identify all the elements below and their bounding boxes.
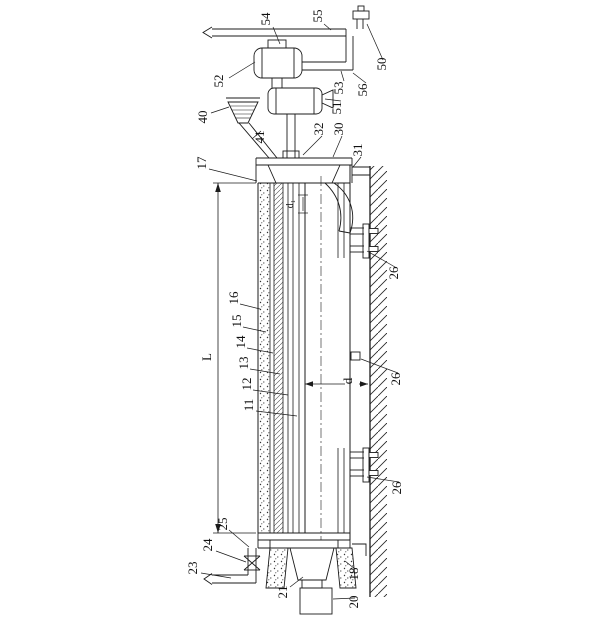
- support-anchor-mid: [350, 351, 361, 361]
- ref-label-13: 13: [236, 357, 251, 370]
- ref-label-24: 24: [200, 538, 215, 552]
- ref-label-52: 52: [211, 75, 226, 88]
- dim-label-L: L: [199, 353, 214, 361]
- feed-chute: [238, 122, 270, 159]
- ref-label-17: 17: [194, 156, 209, 170]
- dim-label-d: d: [340, 377, 355, 384]
- support-lower: [350, 447, 379, 483]
- ref-label-30: 30: [331, 123, 346, 136]
- ref-label-51: 51: [329, 102, 344, 115]
- ref-label-14: 14: [233, 335, 248, 349]
- discharge-funnel: [289, 547, 335, 581]
- dimension-d: [305, 381, 368, 387]
- insulation-band: [258, 183, 270, 533]
- blower: [267, 87, 334, 115]
- ref-label-12: 12: [239, 378, 254, 391]
- ref-label-55: 55: [310, 10, 325, 23]
- ref-label-32: 32: [311, 123, 326, 136]
- exhaust-piping: [202, 5, 370, 158]
- ref-label-23: 23: [185, 562, 200, 575]
- ref-label-26b: 26: [388, 372, 403, 386]
- ref-label-11: 11: [241, 399, 256, 412]
- cyclone-separator: [253, 39, 303, 79]
- foundation-right: [335, 547, 357, 589]
- ref-label-53: 53: [331, 82, 346, 95]
- feed-hopper: [226, 97, 278, 159]
- flow-arrow-drain: [203, 573, 213, 585]
- dim-label-d1: d₁: [285, 200, 296, 209]
- end-bracket: [352, 543, 367, 556]
- dimension-d1: [298, 194, 308, 214]
- feed-head: [255, 150, 370, 234]
- drain-pipe: [203, 548, 261, 585]
- ref-label-50: 50: [374, 58, 389, 71]
- foundation-left: [265, 547, 289, 589]
- relief-fitting: [352, 5, 370, 29]
- dimension-L: [213, 182, 256, 534]
- drum-shell-layers: [257, 165, 351, 540]
- ref-label-26a: 26: [386, 266, 401, 280]
- discharge-end: [257, 533, 367, 615]
- collector-box: [299, 587, 333, 615]
- ref-label-40: 40: [195, 111, 210, 124]
- ground-hatching: [369, 166, 387, 597]
- ref-label-18: 18: [346, 568, 361, 581]
- ref-label-31: 31: [350, 144, 365, 157]
- support-upper: [350, 223, 379, 259]
- ref-label-41: 41: [252, 131, 267, 144]
- ref-label-25: 25: [215, 518, 230, 531]
- ref-label-15: 15: [229, 315, 244, 328]
- pipe-flange: [282, 150, 300, 159]
- refractory-band: [274, 183, 283, 533]
- ref-label-26c: 26: [389, 481, 404, 495]
- ref-label-54: 54: [258, 12, 273, 26]
- ref-label-56: 56: [355, 83, 370, 97]
- ref-label-20: 20: [346, 596, 361, 609]
- reference-labels: 54 55 50 52 53 56 51 40 41 32 30 31 17 1…: [185, 10, 404, 609]
- ref-label-16: 16: [226, 291, 241, 305]
- flow-arrow-out: [202, 26, 213, 39]
- leader-lines: [200, 23, 400, 600]
- ref-label-21: 21: [275, 586, 290, 599]
